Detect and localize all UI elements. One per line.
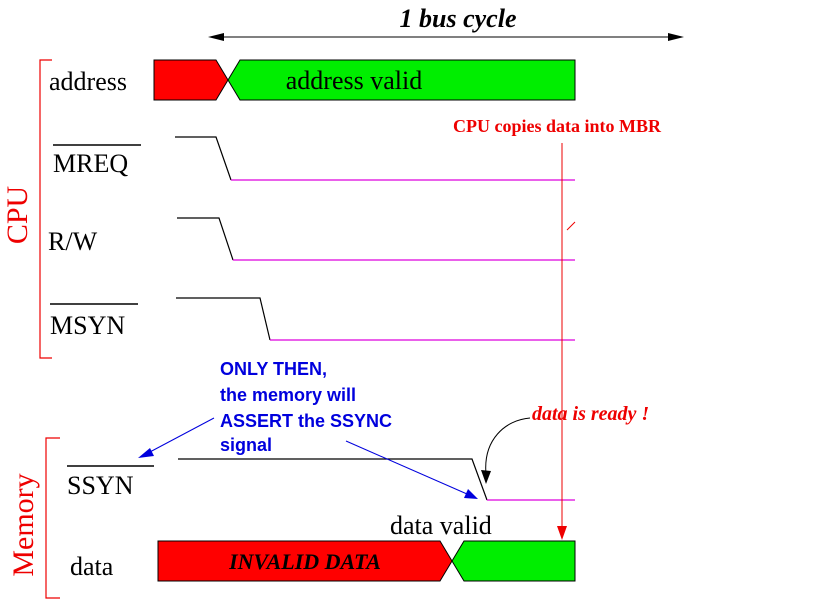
cpu-copies-annotation: CPU copies data into MBR [453, 116, 662, 136]
only-then-line-4: signal [220, 435, 272, 455]
memory-group-label: Memory [7, 473, 40, 576]
rw-waveform [177, 217, 234, 261]
invalid-data-label: INVALID DATA [228, 549, 381, 574]
msyn-waveform [176, 297, 271, 341]
only-then-annotation: ONLY THEN, the memory will ASSERT the SS… [220, 359, 392, 455]
cpu-group-label: CPU [1, 185, 34, 244]
data-valid-segment [451, 540, 576, 582]
only-then-line-3: ASSERT the SSYNC [220, 411, 392, 431]
signal-label-msyn: MSYN [50, 311, 125, 340]
signal-label-address: address [49, 67, 127, 96]
only-then-arrow-to-ssyn-label [138, 417, 215, 458]
data-invalid-segment [157, 540, 453, 582]
signal-label-ssyn: SSYN [67, 471, 134, 500]
memory-bracket [45, 437, 60, 599]
bus-cycle-arrow [208, 33, 684, 41]
only-then-line-2: the memory will [220, 385, 356, 405]
data-valid-label: data valid [390, 511, 492, 540]
signal-label-mreq: MREQ [53, 149, 128, 178]
only-then-line-1: ONLY THEN, [220, 359, 327, 379]
bus-cycle-title: 1 bus cycle [400, 4, 517, 33]
data-ready-arrow [481, 417, 531, 484]
address-valid-segment [227, 59, 576, 101]
only-then-arrow-to-ssyn-edge [345, 440, 478, 499]
mbr-copy-arrow [557, 143, 576, 540]
ssyn-waveform [178, 458, 488, 501]
signal-label-data: data [70, 552, 114, 581]
cpu-bracket [39, 59, 52, 359]
address-valid-label: address valid [286, 66, 422, 95]
mreq-waveform [175, 136, 232, 181]
address-invalid-segment [153, 59, 229, 101]
signal-label-rw: R/W [48, 227, 98, 256]
data-ready-annotation: data is ready ! [532, 403, 649, 425]
